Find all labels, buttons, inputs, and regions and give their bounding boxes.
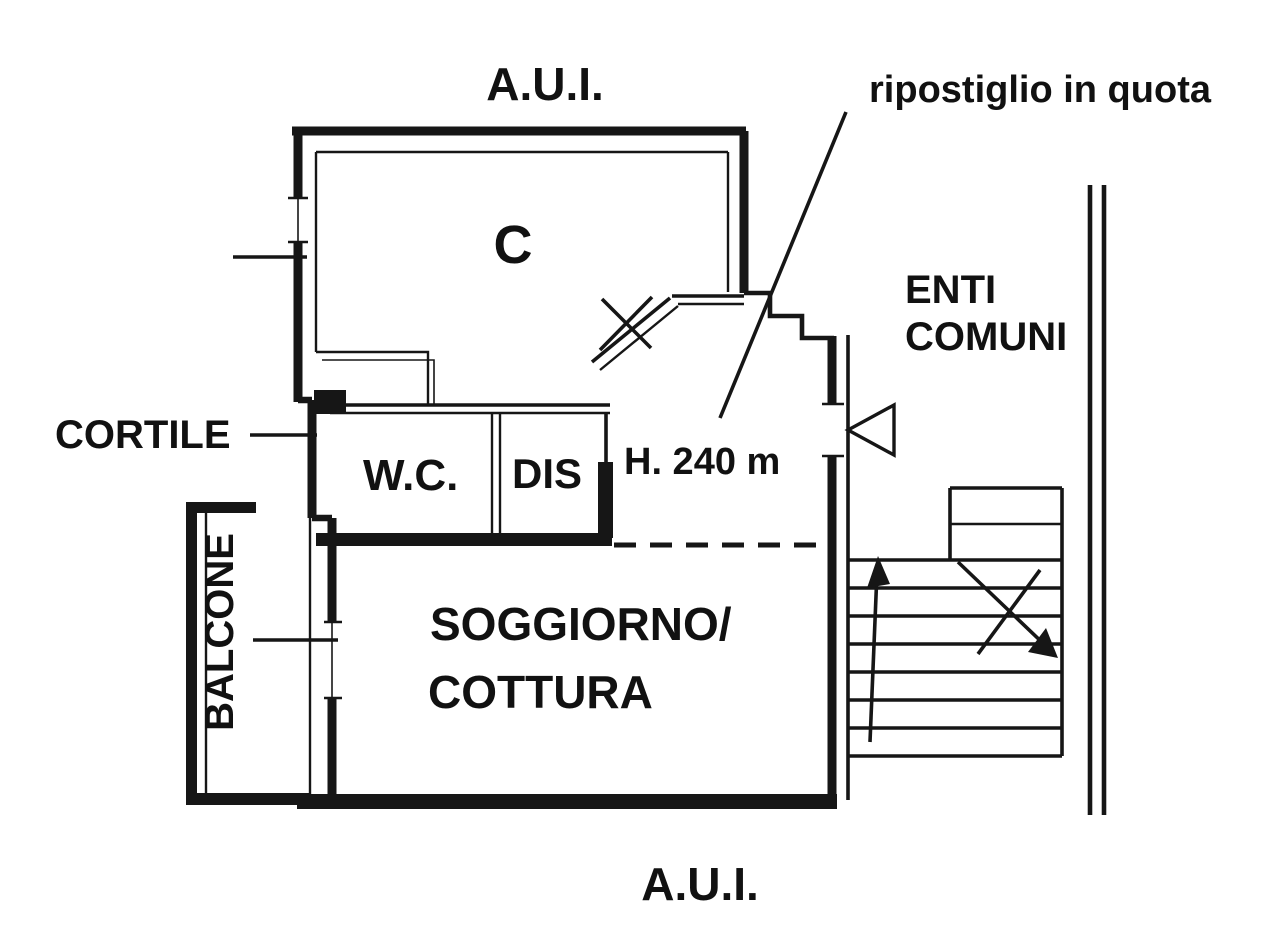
openings xyxy=(233,196,896,700)
balcony-bottom-wall xyxy=(186,793,310,805)
label-ripostiglio: ripostiglio in quota xyxy=(869,69,1212,111)
label-enti: ENTI xyxy=(905,268,996,312)
label-wc: W.C. xyxy=(363,451,458,500)
stair-direction-arrow-up-icon xyxy=(867,556,890,743)
wc-dis-bottom-wall xyxy=(316,533,612,546)
dis-right-pier xyxy=(598,462,613,538)
room-c-step-wall xyxy=(316,350,430,405)
interior-walls xyxy=(314,294,828,548)
wall-step-topright xyxy=(744,290,834,341)
wall-bottom xyxy=(297,794,837,809)
label-comuni: COMUNI xyxy=(905,315,1067,359)
label-aui-bottom: A.U.I. xyxy=(641,858,759,910)
wc-corner-pier xyxy=(314,390,346,414)
label-aui-top: A.U.I. xyxy=(486,58,604,110)
label-height-note: H. 240 m xyxy=(624,441,780,483)
stair-direction-arrow-down-icon xyxy=(956,560,1058,658)
stair-treads xyxy=(848,558,1062,758)
label-cortile: CORTILE xyxy=(55,413,231,457)
balcony xyxy=(186,502,312,805)
diagonal-door-x2 xyxy=(600,297,653,350)
right-boundary-wall xyxy=(1087,185,1107,815)
balcony-left-wall xyxy=(186,502,197,804)
label-cottura: COTTURA xyxy=(428,666,653,718)
room-c-step-wall-inner xyxy=(322,359,435,405)
annotation-pointer-line xyxy=(718,111,848,419)
stairwell xyxy=(846,335,1064,800)
label-soggiorno: SOGGIORNO/ xyxy=(430,598,732,650)
label-balcone: BALCONE xyxy=(198,533,242,731)
apartment-outer-walls xyxy=(292,126,837,809)
label-room-c: C xyxy=(494,215,533,275)
label-dis: DIS xyxy=(512,450,582,497)
entrance-door-swing-icon xyxy=(844,402,896,458)
balcony-top-wall xyxy=(186,502,256,513)
